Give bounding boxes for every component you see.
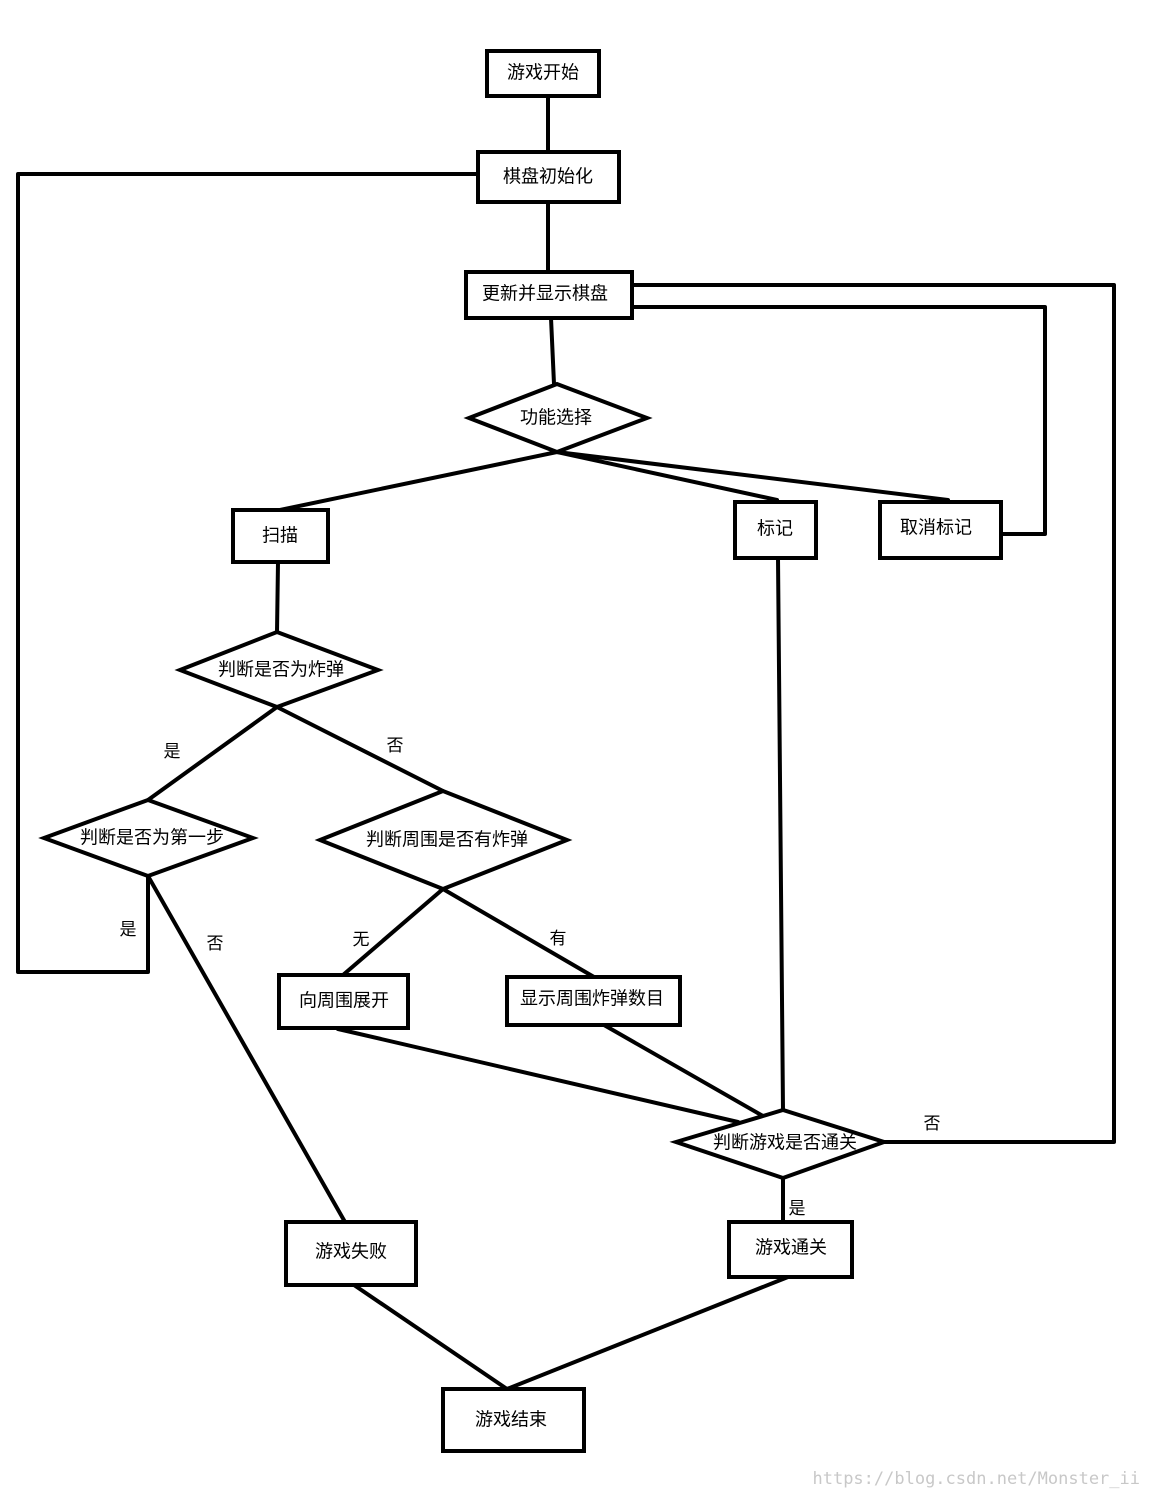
node-fail: 游戏失败 (284, 1220, 418, 1287)
node-expand: 向周围展开 (277, 973, 410, 1030)
node-choose: 功能选择 (463, 381, 653, 455)
node-fail-label: 游戏失败 (315, 1242, 387, 1263)
node-init: 棋盘初始化 (476, 150, 621, 204)
watermark-text: https://blog.csdn.net/Monster_ii (812, 1469, 1140, 1489)
node-mark: 标记 (733, 500, 818, 560)
node-scan-label: 扫描 (262, 526, 298, 547)
node-end-label: 游戏结束 (475, 1410, 547, 1431)
node-expand-label: 向周围展开 (299, 991, 389, 1012)
label-first-yes: 是 (120, 920, 137, 940)
node-is-clear: 判断游戏是否通关 (669, 1107, 891, 1181)
edge-isfirst-yes-loop (16, 172, 478, 974)
label-around-has: 有 (550, 929, 567, 949)
edge-labels: 是 否 是 否 无 有 否 是 (120, 736, 941, 1219)
node-is-bomb: 判断是否为炸弹 (174, 629, 384, 710)
node-clear: 游戏通关 (727, 1220, 854, 1279)
node-is-clear-label: 判断游戏是否通关 (713, 1133, 857, 1154)
edge-isbomb-no (275, 705, 445, 793)
edge-update-choose (549, 316, 556, 386)
label-clear-no: 否 (924, 1114, 941, 1134)
node-update-label: 更新并显示棋盘 (482, 284, 608, 305)
node-scan: 扫描 (231, 508, 330, 564)
edges (16, 94, 1116, 1391)
edge-choose-mark (555, 450, 779, 502)
edge-isfirst-no (146, 874, 347, 1224)
node-around-bomb: 判断周围是否有炸弹 (314, 788, 573, 892)
node-update: 更新并显示棋盘 (464, 270, 634, 320)
label-first-no: 否 (207, 934, 224, 954)
node-start: 游戏开始 (485, 49, 601, 98)
node-is-first: 判断是否为第一步 (38, 797, 259, 879)
node-unmark-label: 取消标记 (900, 518, 972, 539)
node-is-first-label: 判断是否为第一步 (80, 828, 224, 849)
node-around-bomb-label: 判断周围是否有炸弹 (366, 830, 528, 851)
node-choose-label: 功能选择 (520, 408, 592, 429)
label-bomb-yes: 是 (164, 742, 181, 762)
edge-choose-scan (278, 450, 559, 512)
label-clear-yes: 是 (789, 1199, 806, 1219)
node-show-count-label: 显示周围炸弹数目 (520, 989, 664, 1010)
edge-clear-end (505, 1275, 790, 1391)
label-bomb-no: 否 (387, 736, 404, 756)
node-clear-label: 游戏通关 (755, 1238, 827, 1259)
edge-around-has (441, 887, 596, 979)
edge-fail-end (352, 1283, 509, 1391)
edge-expand-isclear (336, 1027, 740, 1124)
edge-choose-unmark (555, 450, 950, 502)
node-mark-label: 标记 (757, 519, 793, 540)
edge-mark-isclear (776, 556, 785, 1112)
label-around-none: 无 (353, 930, 370, 950)
node-show-count: 显示周围炸弹数目 (505, 975, 682, 1027)
edge-unmark-loop (630, 305, 1047, 536)
node-init-label: 棋盘初始化 (503, 167, 593, 188)
edge-around-none (341, 887, 445, 977)
node-end: 游戏结束 (441, 1387, 586, 1453)
node-unmark: 取消标记 (878, 500, 1003, 560)
nodes: 游戏开始 棋盘初始化 更新并显示棋盘 功能选择 扫描 标记 取消标记 判断是否 (38, 49, 1003, 1453)
node-start-label: 游戏开始 (507, 63, 579, 84)
node-is-bomb-label: 判断是否为炸弹 (218, 660, 344, 681)
edge-isbomb-yes (146, 705, 279, 802)
edge-count-isclear (602, 1023, 765, 1118)
edge-clear-no-loop (630, 283, 1116, 1144)
edge-scan-isbomb (275, 560, 280, 634)
